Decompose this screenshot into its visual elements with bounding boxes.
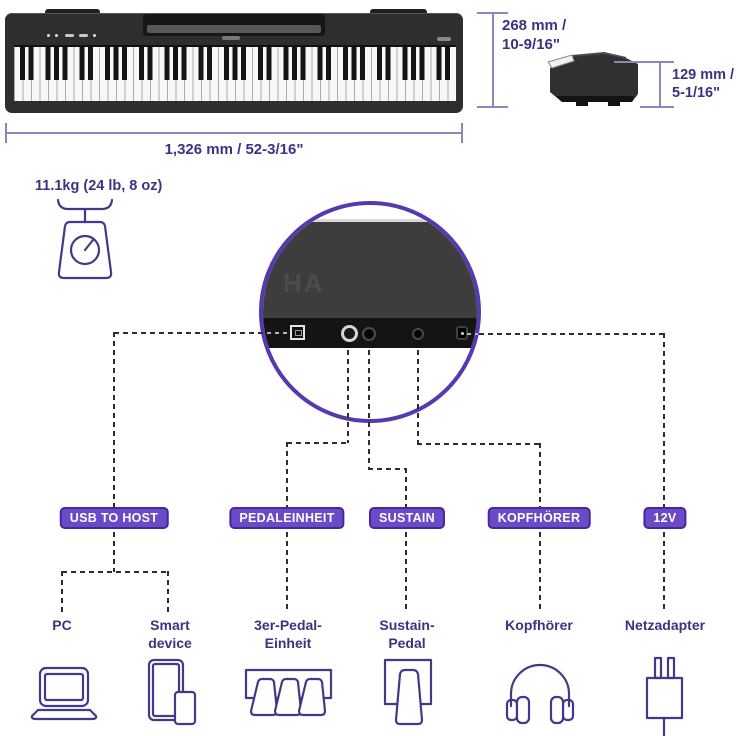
- connector-phones-h: [417, 443, 541, 445]
- brand-logo: [222, 36, 240, 40]
- height-dim-tick-bottom: [477, 106, 508, 108]
- label-sustain-line1: Sustain-: [379, 617, 435, 633]
- depth-dim-tick-top: [614, 61, 674, 63]
- weight-label: 11.1kg (24 lb, 8 oz): [35, 178, 163, 194]
- connector-phones-v2: [539, 443, 541, 508]
- connector-12v-v: [663, 333, 665, 508]
- width-dim-tick-left: [5, 123, 7, 143]
- line-to-triple-pedal: [286, 532, 288, 612]
- connector-12v-h: [479, 333, 665, 335]
- label-smart-line2: device: [148, 635, 192, 652]
- sustain-jack: [362, 327, 376, 341]
- usb-port-inner: [295, 330, 302, 336]
- connector-sustain-h: [368, 468, 407, 470]
- height-dim-line: [492, 13, 494, 108]
- piano-top-edge: [263, 219, 477, 222]
- label-kopfhoerer: Kopfhörer: [474, 616, 604, 634]
- width-dim-line: [5, 132, 463, 134]
- piano-rear-foot-right: [370, 9, 427, 16]
- connector-phones-v1: [417, 350, 419, 444]
- usb-to-host-port: [290, 325, 305, 340]
- control-button: [79, 34, 88, 37]
- control-button: [93, 34, 96, 37]
- height-dimension-label: 268 mm / 10-9/16": [502, 17, 566, 55]
- control-button: [47, 34, 50, 37]
- headphones-icon: [505, 663, 575, 725]
- connector-pedal-v1: [347, 350, 349, 443]
- line-to-smart-device: [167, 571, 169, 612]
- rear-panel-magnifier: HA: [259, 201, 481, 423]
- connector-usb-h: [114, 332, 265, 334]
- depth-dimension-label: 129 mm / 5-1/16": [672, 66, 734, 102]
- label-triple-pedal: 3er-Pedal- Einheit: [223, 616, 353, 652]
- power-adapter-icon: [645, 656, 684, 736]
- label-smart-line1: Smart: [150, 617, 190, 633]
- badge-pedaleinheit: PEDALEINHEIT: [229, 507, 345, 529]
- rear-connector-panel: [263, 318, 477, 348]
- smart-device-icon: [147, 658, 197, 726]
- scale-icon: [56, 198, 114, 280]
- line-to-sustain-pedal: [405, 532, 407, 612]
- line-usb-branch: [62, 571, 169, 573]
- badge-sustain: SUSTAIN: [368, 507, 446, 529]
- label-triple-pedal-line2: Einheit: [264, 635, 312, 652]
- triple-pedal-icon: [244, 668, 333, 717]
- badge-12v: 12V: [643, 507, 687, 529]
- label-pc-line1: PC: [52, 617, 72, 633]
- music-rest-slot: [143, 14, 325, 36]
- label-sustain-pedal: Sustain- Pedal: [342, 616, 472, 652]
- black-keys: [14, 47, 456, 80]
- label-smart-device: Smart device: [105, 616, 235, 652]
- line-to-pc: [61, 571, 63, 612]
- connector-sustain-v2: [405, 468, 407, 508]
- piano-rear-body: HA: [263, 222, 477, 318]
- height-dim-tick-top: [477, 12, 508, 14]
- piano-side-view: [547, 51, 638, 106]
- connector-pedal-h: [287, 442, 348, 444]
- connector-usb-h-panel: [267, 332, 290, 334]
- keyboard-keys: [14, 45, 456, 101]
- pedal-unit-jack: [341, 325, 358, 342]
- depth-label-line2: 5-1/16": [672, 85, 720, 102]
- width-dimension-label: 1,326 mm / 52-3/16": [164, 141, 304, 158]
- label-netzadapter-line1: Netzadapter: [624, 617, 706, 633]
- connector-sustain-v1: [368, 350, 370, 469]
- laptop-icon: [30, 666, 98, 721]
- control-button: [65, 34, 74, 37]
- label-pc: PC: [0, 616, 127, 634]
- brand-logo-fragment: HA: [283, 268, 325, 298]
- dc-in-pin: [461, 332, 464, 335]
- height-label-line1: 268 mm /: [502, 17, 567, 34]
- headphone-jack: [412, 328, 424, 340]
- piano-rear-foot-left: [45, 9, 100, 16]
- control-button: [55, 34, 58, 37]
- line-usb-badge-down: [113, 532, 115, 572]
- badge-usb-to-host: USB TO HOST: [59, 507, 169, 529]
- height-label-line2: 10-9/16": [502, 35, 560, 53]
- connector-12v-h-panel: [467, 333, 478, 335]
- sustain-pedal-icon: [383, 658, 433, 726]
- piano-front-view: [5, 13, 463, 113]
- connector-pedal-v2: [286, 442, 288, 508]
- music-rest-slot-inner: [147, 25, 321, 33]
- depth-dim-tick-bottom: [640, 106, 674, 108]
- label-triple-pedal-line1: 3er-Pedal-: [254, 617, 322, 633]
- connector-usb-v: [113, 332, 115, 508]
- line-to-adapter: [663, 532, 665, 612]
- model-logo: [437, 37, 451, 41]
- label-netzadapter: Netzadapter: [600, 616, 730, 634]
- label-kopfhoerer-line1: Kopfhörer: [505, 617, 573, 633]
- line-to-headphones: [539, 532, 541, 612]
- badge-kopfhoerer: KOPFHÖRER: [487, 507, 591, 529]
- width-dim-tick-right: [461, 123, 463, 143]
- depth-dim-line: [659, 62, 661, 108]
- depth-label-line1: 129 mm /: [672, 67, 735, 83]
- label-sustain-line2: Pedal: [388, 635, 426, 652]
